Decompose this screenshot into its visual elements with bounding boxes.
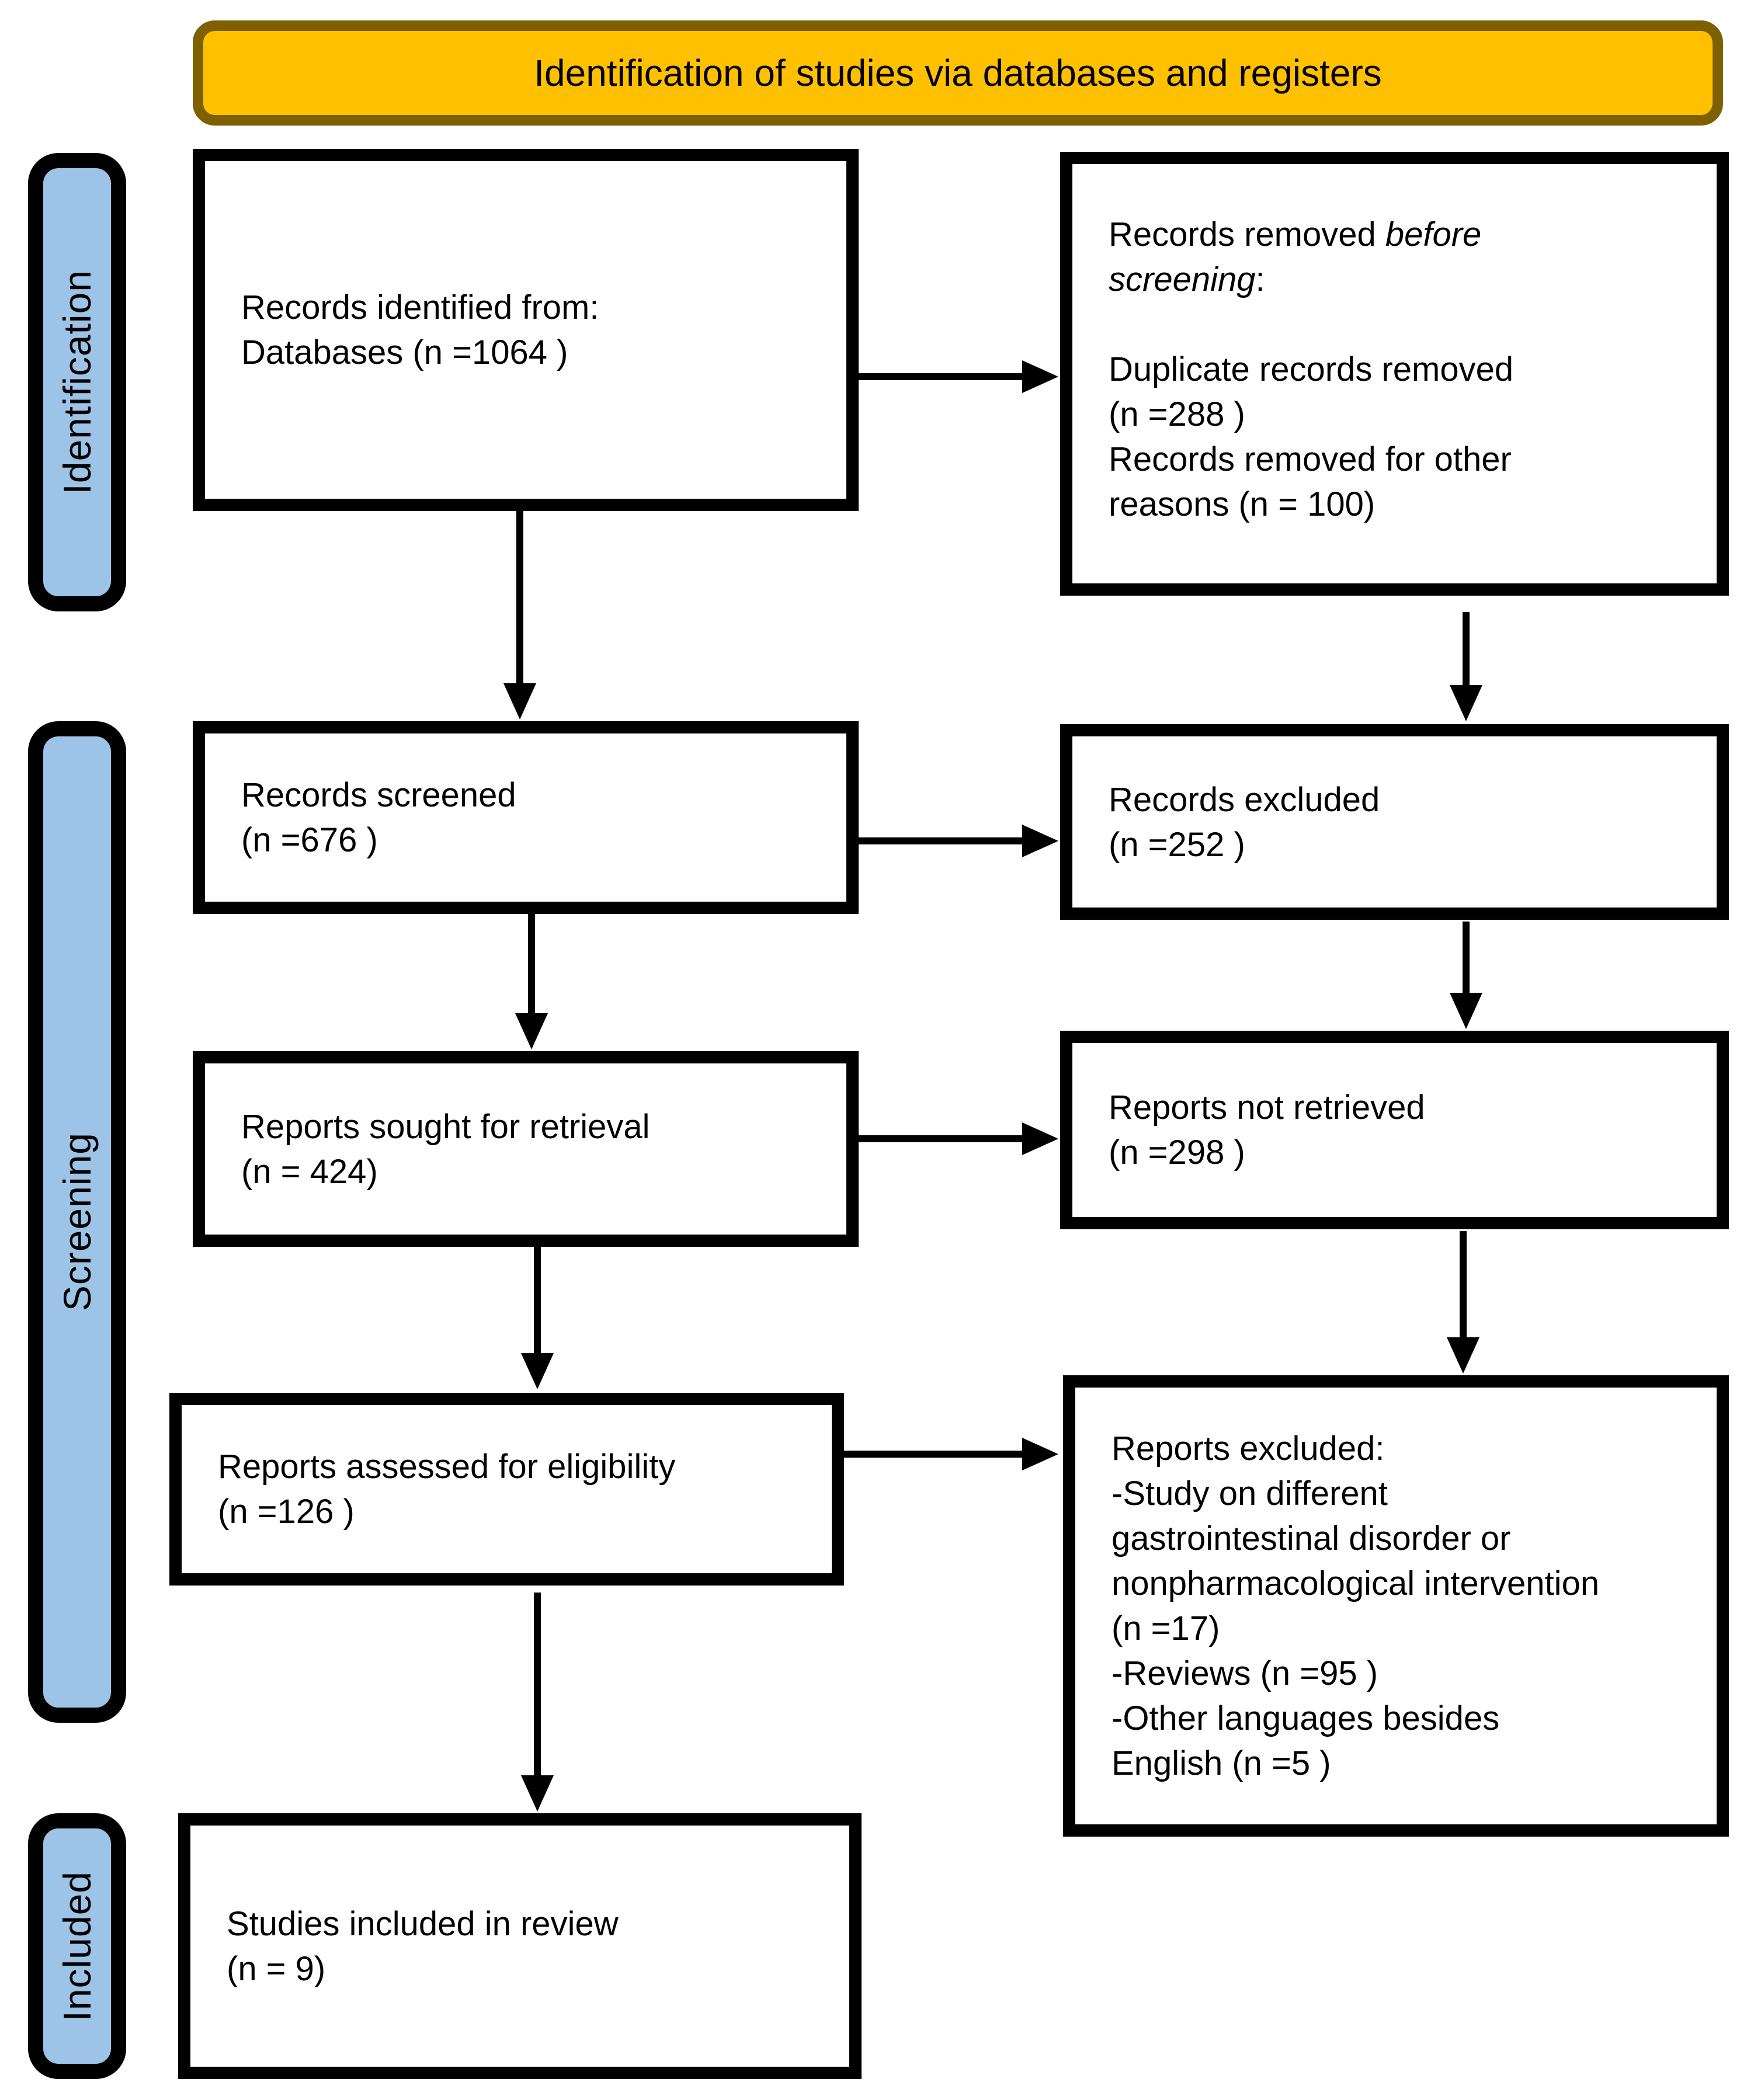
box-text-line: Records removed before <box>1109 212 1699 257</box>
banner: Identification of studies via databases … <box>193 20 1723 126</box>
box-text-line: (n =298 ) <box>1109 1134 1245 1171</box>
box-text-segment-italic: before <box>1385 215 1482 253</box>
box-text-line: (n = 424) <box>241 1152 378 1191</box>
arrowhead-down-icon <box>1450 993 1482 1029</box>
arrowhead-down-icon <box>521 1775 554 1812</box>
arrow-shaft <box>1460 1231 1467 1339</box>
arrow-shaft <box>859 1135 1025 1142</box>
sidebar-screening-label: Screening <box>55 1132 99 1312</box>
box-text-line: Reports excluded: <box>1112 1430 1385 1468</box>
box-text-line: gastrointestinal disorder or <box>1112 1520 1511 1557</box>
arrowhead-right-icon <box>1022 360 1058 393</box>
box-text-line: (n =17) <box>1112 1609 1220 1647</box>
arrowhead-down-icon <box>1447 1337 1479 1374</box>
box-text-line: (n =252 ) <box>1109 825 1245 864</box>
box-studies-included: Studies included in review (n = 9) <box>178 1813 862 2079</box>
box-text-line: English (n =5 ) <box>1112 1744 1331 1782</box>
box-reports-assessed: Reports assessed for eligibility (n =126… <box>169 1393 844 1586</box>
box-records-excluded: Records excluded (n =252 ) <box>1060 724 1729 920</box>
sidebar-identification-label: Identification <box>55 270 99 495</box>
box-text-line: Records excluded <box>1109 780 1380 819</box>
box-text-line: -Reviews (n =95 ) <box>1112 1654 1378 1692</box>
box-text-line: (n =288 ) <box>1109 395 1245 433</box>
arrow-shaft <box>859 837 1025 844</box>
sidebar-included: Included <box>28 1813 126 2079</box>
box-text-line: Reports sought for retrieval <box>241 1107 650 1146</box>
box-reports-excluded: Reports excluded: -Study on different ga… <box>1063 1375 1729 1837</box>
arrow-shaft <box>534 1247 541 1355</box>
arrow-shaft <box>1463 922 1470 995</box>
arrowhead-down-icon <box>1450 685 1482 721</box>
box-text-segment: Records removed <box>1109 215 1385 253</box>
arrow-shaft <box>859 373 1025 380</box>
box-text-line: (n = 9) <box>227 1949 326 1988</box>
arrowhead-right-icon <box>1022 825 1058 857</box>
banner-title: Identification of studies via databases … <box>534 52 1382 94</box>
box-records-screened: Records screened (n =676 ) <box>193 721 859 914</box>
box-text-line: Studies included in review <box>227 1904 619 1943</box>
arrowhead-down-icon <box>521 1353 554 1389</box>
arrow-shaft <box>516 511 523 685</box>
arrow-shaft <box>1463 612 1470 687</box>
box-reports-sought: Reports sought for retrieval (n = 424) <box>193 1051 859 1247</box>
sidebar-identification: Identification <box>28 153 126 611</box>
box-text-line: Records screened <box>241 776 516 814</box>
arrowhead-down-icon <box>503 683 536 719</box>
box-reports-not-retrieved: Reports not retrieved (n =298 ) <box>1060 1031 1729 1229</box>
box-text-line: nonpharmacological intervention <box>1112 1564 1600 1602</box>
box-text-line: -Study on different <box>1112 1475 1388 1513</box>
box-text-line: Reports not retrieved <box>1109 1089 1425 1127</box>
box-text-segment-italic: screening <box>1109 260 1256 298</box>
arrowhead-down-icon <box>515 1013 548 1049</box>
box-text-segment: : <box>1255 260 1265 298</box>
box-text-line: Databases (n =1064 ) <box>241 333 568 371</box>
arrowhead-right-icon <box>1022 1438 1058 1470</box>
box-text-line: Records removed for other <box>1109 440 1512 478</box>
arrow-shaft <box>528 914 535 1015</box>
box-text-line: Duplicate records removed <box>1109 350 1514 388</box>
arrowhead-right-icon <box>1022 1122 1058 1155</box>
box-text-line: screening: <box>1109 257 1699 302</box>
box-text-line: Records identified from: <box>241 288 599 326</box>
arrow-shaft <box>844 1451 1025 1458</box>
box-text-line: reasons (n = 100) <box>1109 485 1376 523</box>
box-text-line: -Other languages besides <box>1112 1699 1500 1737</box>
sidebar-included-label: Included <box>55 1870 99 2022</box>
blank-line <box>1109 302 1699 347</box>
sidebar-screening: Screening <box>28 721 126 1723</box>
arrow-shaft <box>534 1593 541 1776</box>
box-text-line: Reports assessed for eligibility <box>218 1448 676 1486</box>
box-text-line: (n =126 ) <box>218 1493 355 1531</box>
box-records-identified: Records identified from: Databases (n =1… <box>193 149 859 511</box>
box-records-removed: Records removed before screening: Duplic… <box>1060 152 1729 596</box>
box-text-line: (n =676 ) <box>241 821 378 859</box>
